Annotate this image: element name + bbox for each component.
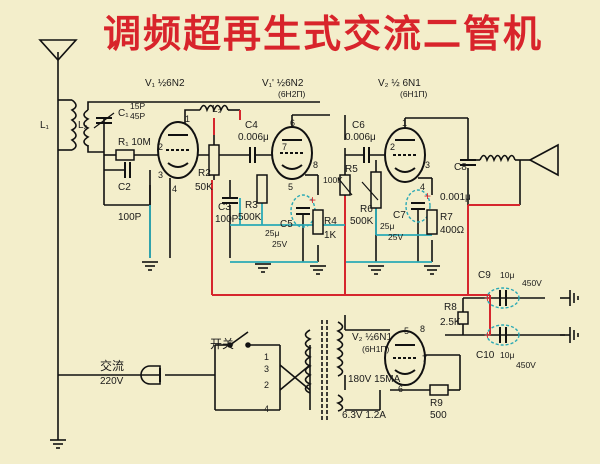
c2-value: 100P	[118, 212, 142, 223]
pin-v2r-6: 6	[398, 384, 403, 394]
c1-value-b: 45P	[130, 111, 145, 121]
c9-plus: +	[484, 291, 491, 305]
r3-value: 500K	[238, 212, 262, 223]
r8-label: R8	[444, 302, 457, 313]
pin-v2-2: 2	[390, 142, 395, 152]
c5-value-b: 25V	[272, 239, 287, 249]
antenna-left	[38, 39, 78, 62]
pin-t-4: 4	[264, 404, 269, 414]
c6-value: 0.006μ	[345, 132, 376, 143]
c7-value-b: 25V	[388, 232, 403, 242]
v2-rect-name: V₂ ½6N1	[352, 332, 392, 343]
pin-v1-1: 1	[185, 114, 190, 124]
c10-plus: +	[484, 328, 491, 342]
c10-label: C10	[476, 350, 495, 361]
b-plus-wires	[211, 110, 520, 335]
ac-label: 交流	[100, 358, 124, 373]
r7-value: 400Ω	[440, 225, 465, 236]
pin-v1-2: 2	[158, 142, 163, 152]
r5-value: 100K	[323, 175, 343, 185]
coil-output	[479, 154, 516, 163]
c5-plus: +	[309, 193, 316, 207]
resistors	[115, 144, 469, 396]
c6-label: C6	[352, 120, 365, 131]
diagram-title: 调频超再生式交流二管机	[102, 10, 543, 56]
c9-value-a: 10μ	[500, 270, 514, 280]
c4-label: C4	[245, 120, 258, 131]
c7-label: C7	[393, 210, 406, 221]
c8-label: C8	[454, 162, 467, 173]
hv-winding-label: 180V 15MA	[348, 374, 401, 385]
capacitors	[93, 112, 507, 382]
l2-label: L₂	[78, 120, 88, 131]
antenna-right	[528, 143, 559, 177]
r1-label: R₁ 10M	[118, 137, 151, 148]
r4-label: R4	[324, 216, 337, 227]
c10-value-a: 10μ	[500, 350, 514, 360]
v2-rect-code: (6H1П)	[362, 344, 390, 354]
tube-internals	[166, 134, 417, 375]
r9-label: R9	[430, 398, 443, 409]
pin-v2-3: 3	[425, 160, 430, 170]
pin-v1p-5: 5	[288, 182, 293, 192]
v1prime-tube-code: (6H2П)	[278, 89, 306, 99]
c10-value-b: 450V	[516, 360, 536, 370]
v1-tube-name: V₁ ½6N2	[145, 78, 185, 89]
c1-label: C₁	[118, 108, 129, 119]
pin-v1p-8: 8	[313, 160, 318, 170]
pin-v1-4: 4	[172, 184, 177, 194]
c1-value-a: 15P	[130, 101, 145, 111]
c7-value-a: 25μ	[380, 221, 394, 231]
l1-label: L₁	[40, 120, 50, 131]
pin-t-2: 2	[264, 380, 269, 390]
c5-label: C5	[280, 219, 293, 230]
r2-value: 50K	[195, 182, 213, 193]
c4-value: 0.006μ	[238, 132, 269, 143]
c9-value-b: 450V	[522, 278, 542, 288]
l3-label: L₃	[212, 104, 222, 115]
ac-voltage: 220V	[100, 376, 124, 387]
pin-v2-4: 4	[420, 182, 425, 192]
c5-value-a: 25μ	[265, 228, 279, 238]
v2-tube-name: V₂ ½ 6N1	[378, 78, 421, 89]
pin-v1p-7: 7	[282, 142, 287, 152]
pin-v2r-7: 7	[422, 354, 427, 364]
v1prime-tube-name: V₁' ½6N2	[262, 78, 304, 89]
coil-l3	[199, 104, 229, 113]
heater-winding-label: 6.3V 1.2A	[342, 410, 386, 421]
r5-label: R5	[345, 164, 358, 175]
pin-v1-3: 3	[158, 170, 163, 180]
pin-v1p-6: 6	[290, 118, 295, 128]
ground-symbols	[50, 261, 579, 449]
r8-value: 2.5K	[440, 317, 461, 328]
c9-label: C9	[478, 270, 491, 281]
r2-label: R2	[198, 168, 211, 179]
coil-l1-l2	[70, 99, 90, 151]
power-transformer	[304, 320, 344, 420]
r6-value: 500K	[350, 216, 374, 227]
c3-value: 100P	[215, 214, 239, 225]
pin-v2r-5: 5	[404, 326, 409, 336]
r9-value: 500	[430, 410, 447, 421]
r7-label: R7	[440, 212, 453, 223]
r4-value: 1K	[324, 230, 337, 241]
power-switch	[227, 331, 251, 348]
c7-plus: +	[424, 189, 431, 203]
r6-label: R6	[360, 204, 373, 215]
pin-v2-1: 1	[402, 118, 407, 128]
pin-v2r-8: 8	[420, 324, 425, 334]
ac-plug	[140, 365, 161, 385]
r3-label: R3	[245, 200, 258, 211]
pin-t-1: 1	[264, 352, 269, 362]
c2-label: C2	[118, 182, 131, 193]
v2-tube-code: (6H1П)	[400, 89, 428, 99]
c3-label: C3	[218, 202, 231, 213]
resistor-arrows	[337, 177, 379, 201]
switch-label: 开关	[210, 337, 234, 351]
pin-t-3: 3	[264, 364, 269, 374]
c8-value: 0.001μ	[440, 192, 471, 203]
